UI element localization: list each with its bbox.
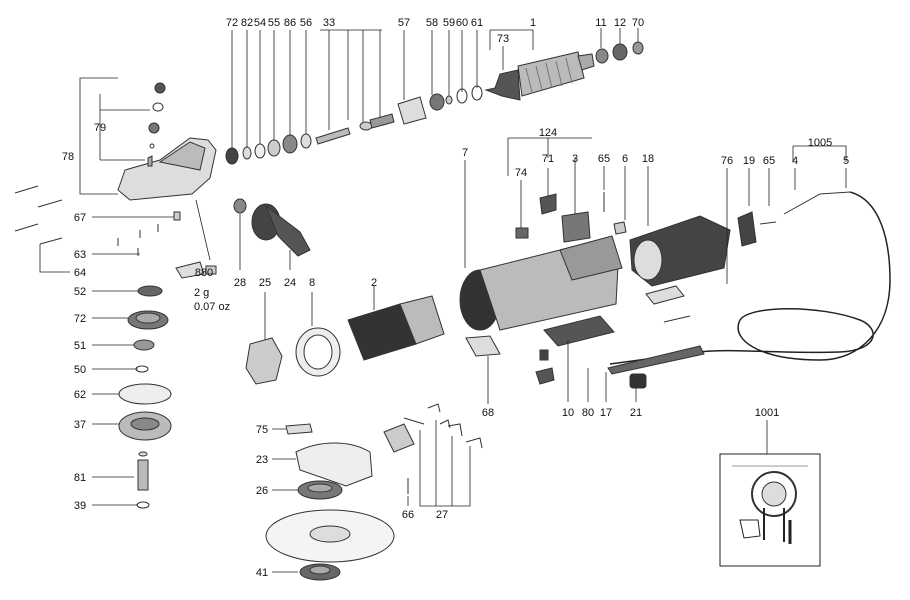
label-62: 62 [74, 389, 86, 401]
label-2: 2 [371, 277, 377, 289]
label-124: 124 [539, 127, 557, 139]
label-sticker-76: 76 [645, 155, 733, 305]
spindle-stack-left: 52 72 51 50 62 37 81 39 [74, 285, 172, 512]
label-5: 5 [843, 155, 849, 167]
weight-ounces: 0.07 oz [194, 301, 230, 313]
label-27: 27 [436, 509, 448, 521]
label-57: 57 [398, 17, 410, 29]
label-72-left: 72 [74, 313, 86, 325]
label-71: 71 [542, 153, 554, 165]
label-18: 18 [642, 153, 654, 165]
label-81: 81 [74, 472, 86, 484]
label-80: 80 [582, 407, 594, 419]
label-79: 79 [94, 122, 106, 134]
label-86: 86 [284, 17, 296, 29]
label-17: 17 [600, 407, 612, 419]
label-61: 61 [471, 17, 483, 29]
label-55: 55 [268, 17, 280, 29]
label-56: 56 [300, 17, 312, 29]
label-66: 66 [402, 509, 414, 521]
brush-group-124: 124 71 74 3 [507, 127, 592, 243]
label-76: 76 [721, 155, 733, 167]
label-65-center: 65 [598, 153, 610, 165]
side-handle-24: 28 24 [233, 198, 311, 289]
label-41: 41 [256, 567, 268, 579]
label-28: 28 [234, 277, 246, 289]
label-11: 11 [595, 17, 606, 29]
wheel-guard-23: 75 23 26 41 [256, 423, 395, 581]
label-50: 50 [74, 364, 86, 376]
label-25: 25 [259, 277, 271, 289]
label-1001: 1001 [755, 407, 779, 419]
power-cable-1005: 1005 4 5 [609, 137, 891, 365]
stator-2: 2 [347, 277, 445, 361]
label-70: 70 [632, 17, 644, 29]
label-74: 74 [515, 167, 527, 179]
label-82: 82 [241, 17, 253, 29]
top-spindle-parts: 72 82 54 55 86 56 33 57 58 59 60 61 [225, 17, 483, 165]
label-4: 4 [792, 155, 798, 167]
label-60: 60 [456, 17, 468, 29]
label-19: 19 [743, 155, 755, 167]
cover-18: 18 [629, 153, 731, 287]
label-3: 3 [572, 153, 578, 165]
label-37: 37 [74, 419, 86, 431]
grease-880: 880 2 g 0.07 oz [175, 199, 230, 313]
label-26: 26 [256, 485, 268, 497]
label-23: 23 [256, 454, 268, 466]
label-24: 24 [284, 277, 296, 289]
label-33: 33 [323, 17, 335, 29]
label-1005: 1005 [808, 137, 832, 149]
label-880: 880 [195, 267, 213, 279]
label-21: 21 [630, 407, 642, 419]
label-7: 7 [462, 147, 468, 159]
label-6: 6 [622, 153, 628, 165]
label-54: 54 [254, 17, 266, 29]
label-78: 78 [62, 151, 74, 163]
label-39: 39 [74, 500, 86, 512]
label-10: 10 [562, 407, 574, 419]
guards-25-8: 25 8 [245, 277, 341, 385]
label-75: 75 [256, 424, 268, 436]
bearing-group-11-12-70: 11 12 70 [595, 17, 644, 64]
label-67: 67 [74, 212, 86, 224]
clamp-19: 19 65 [737, 155, 777, 247]
label-59: 59 [443, 17, 455, 29]
label-58: 58 [426, 17, 438, 29]
label-51: 51 [74, 340, 86, 352]
label-64: 64 [74, 267, 86, 279]
label-68: 68 [482, 407, 494, 419]
armature-1: 1 73 [484, 17, 595, 101]
label-73: 73 [497, 33, 509, 45]
weight-grams: 2 g [194, 287, 209, 299]
screw-65-clip-6: 65 6 [598, 153, 628, 235]
clamp-parts-27: 66 27 [383, 403, 483, 521]
label-12: 12 [614, 17, 626, 29]
gear-housing-78: 78 79 [62, 77, 217, 201]
motor-housing-7: 7 [459, 147, 623, 331]
label-63: 63 [74, 249, 86, 261]
label-72-top: 72 [226, 17, 238, 29]
switch-parts: 10 80 17 21 68 [465, 315, 705, 419]
label-8: 8 [309, 277, 315, 289]
label-65-right: 65 [763, 155, 775, 167]
label-1: 1 [530, 17, 536, 29]
label-52: 52 [74, 286, 86, 298]
detail-box-1001: 1001 [719, 407, 821, 567]
screws-left: 67 63 64 [14, 185, 181, 279]
